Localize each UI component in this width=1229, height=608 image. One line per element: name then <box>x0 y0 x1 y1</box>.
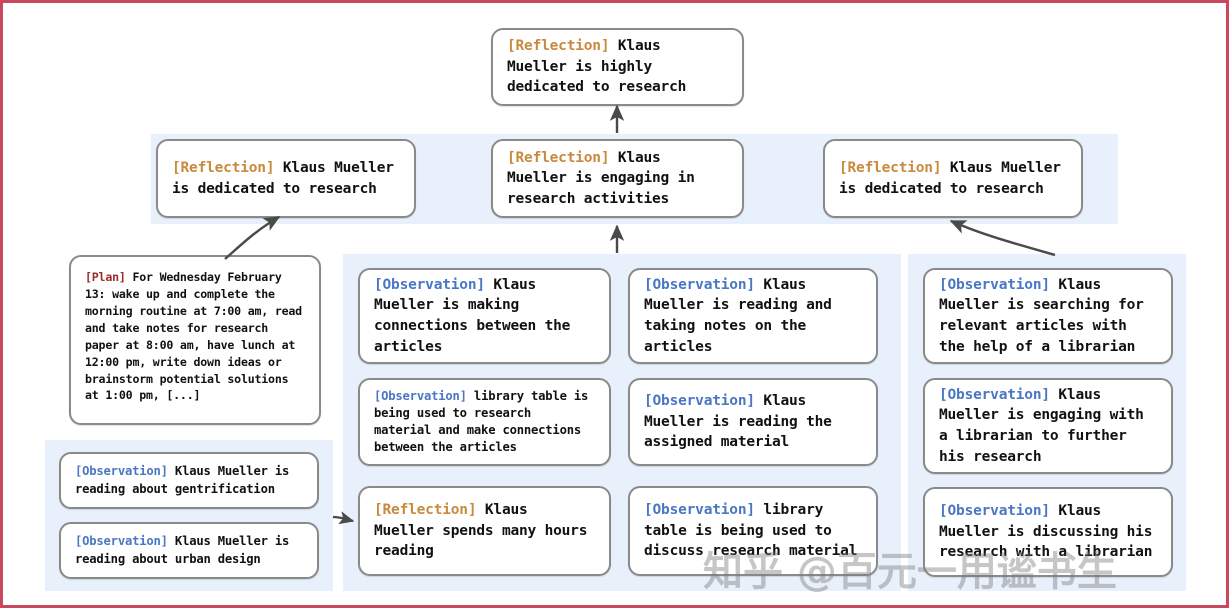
tag-reflection: [Reflection] <box>374 502 477 519</box>
node-text: [Reflection] Klaus Mueller is highly ded… <box>507 36 728 98</box>
node-text: [Reflection] Klaus Mueller spends many h… <box>374 500 595 562</box>
node-text: [Observation] Klaus Mueller is reading a… <box>644 275 862 357</box>
node-text: [Observation] Klaus Mueller is engaging … <box>939 385 1157 467</box>
node-body: Klaus Mueller is making connections betw… <box>374 276 579 355</box>
tag-reflection: [Reflection] <box>172 159 275 176</box>
node-text: [Observation] Klaus Mueller is discussin… <box>939 501 1157 563</box>
tag-reflection: [Reflection] <box>839 159 942 176</box>
tag-observation: [Observation] <box>939 503 1050 520</box>
tag-observation: [Observation] <box>374 276 485 293</box>
node-text: [Reflection] Klaus Mueller is dedicated … <box>172 158 400 199</box>
node-body: Klaus Mueller is dedicated to research <box>172 159 403 197</box>
node-body: Klaus Mueller is reading and taking note… <box>644 276 841 355</box>
tag-observation: [Observation] <box>75 464 168 479</box>
node-text: [Observation] Klaus Mueller is reading a… <box>75 463 303 497</box>
node-body: For Wednesday February 13: wake up and c… <box>85 270 309 403</box>
arrow-col3-to-row2right <box>949 219 1056 257</box>
node-col1-observation-2[interactable]: [Observation] library table is being use… <box>358 378 611 466</box>
node-body: Klaus Mueller is dedicated to research <box>839 159 1070 197</box>
node-left-observation-2[interactable]: [Observation] Klaus Mueller is reading a… <box>59 522 319 579</box>
node-row2-mid-reflection[interactable]: [Reflection] Klaus Mueller is engaging i… <box>491 139 744 218</box>
node-col2-observation-3[interactable]: [Observation] library table is being use… <box>628 486 878 576</box>
tag-plan: [Plan] <box>85 270 126 284</box>
node-body: Klaus Mueller is discussing his research… <box>939 503 1161 561</box>
node-text: [Observation] Klaus Mueller is searching… <box>939 275 1157 357</box>
node-row2-right-reflection[interactable]: [Reflection] Klaus Mueller is dedicated … <box>823 139 1083 218</box>
node-body: Klaus Mueller spends many hours reading <box>374 502 596 560</box>
tag-observation: [Observation] <box>75 534 168 549</box>
node-text: [Observation] Klaus Mueller is making co… <box>374 275 595 357</box>
node-body: Klaus Mueller is reading about urban des… <box>75 534 297 566</box>
node-col3-observation-3[interactable]: [Observation] Klaus Mueller is discussin… <box>923 487 1173 577</box>
tag-observation: [Observation] <box>939 386 1050 403</box>
node-col2-observation-2[interactable]: [Observation] Klaus Mueller is reading t… <box>628 378 878 466</box>
node-body: Klaus Mueller is engaging with a librari… <box>939 386 1153 465</box>
node-text: [Observation] Klaus Mueller is reading a… <box>75 533 303 567</box>
tag-observation: [Observation] <box>374 388 467 403</box>
node-text: [Reflection] Klaus Mueller is dedicated … <box>839 158 1067 199</box>
tag-reflection: [Reflection] <box>507 149 610 166</box>
node-row2-left-reflection[interactable]: [Reflection] Klaus Mueller is dedicated … <box>156 139 416 218</box>
tag-observation: [Observation] <box>644 276 755 293</box>
node-plan[interactable]: [Plan] For Wednesday February 13: wake u… <box>69 255 321 425</box>
tag-reflection: [Reflection] <box>507 38 610 55</box>
node-body: Klaus Mueller is searching for relevant … <box>939 276 1153 355</box>
node-body: Klaus Mueller is reading about gentrific… <box>75 464 297 496</box>
node-body: library table is being used to research … <box>374 388 596 455</box>
node-col1-reflection[interactable]: [Reflection] Klaus Mueller spends many h… <box>358 486 611 576</box>
node-text: [Observation] library table is being use… <box>374 388 595 456</box>
node-body: Klaus Mueller is engaging in research ac… <box>507 149 704 207</box>
node-text: [Reflection] Klaus Mueller is engaging i… <box>507 148 728 210</box>
node-text: [Observation] Klaus Mueller is reading t… <box>644 391 862 453</box>
node-body: Klaus Mueller is highly dedicated to res… <box>507 38 687 96</box>
tag-observation: [Observation] <box>939 276 1050 293</box>
tag-observation: [Observation] <box>644 502 755 519</box>
node-root-reflection[interactable]: [Reflection] Klaus Mueller is highly ded… <box>491 28 744 106</box>
node-text: [Plan] For Wednesday February 13: wake u… <box>85 269 305 404</box>
node-col2-observation-1[interactable]: [Observation] Klaus Mueller is reading a… <box>628 268 878 364</box>
node-col3-observation-1[interactable]: [Observation] Klaus Mueller is searching… <box>923 268 1173 364</box>
node-col3-observation-2[interactable]: [Observation] Klaus Mueller is engaging … <box>923 378 1173 474</box>
node-body: library table is being used to discuss r… <box>644 502 858 560</box>
tag-observation: [Observation] <box>644 393 755 410</box>
node-col1-observation-1[interactable]: [Observation] Klaus Mueller is making co… <box>358 268 611 364</box>
node-body: Klaus Mueller is reading the assigned ma… <box>644 393 841 451</box>
node-text: [Observation] library table is being use… <box>644 500 862 562</box>
node-left-observation-1[interactable]: [Observation] Klaus Mueller is reading a… <box>59 452 319 509</box>
